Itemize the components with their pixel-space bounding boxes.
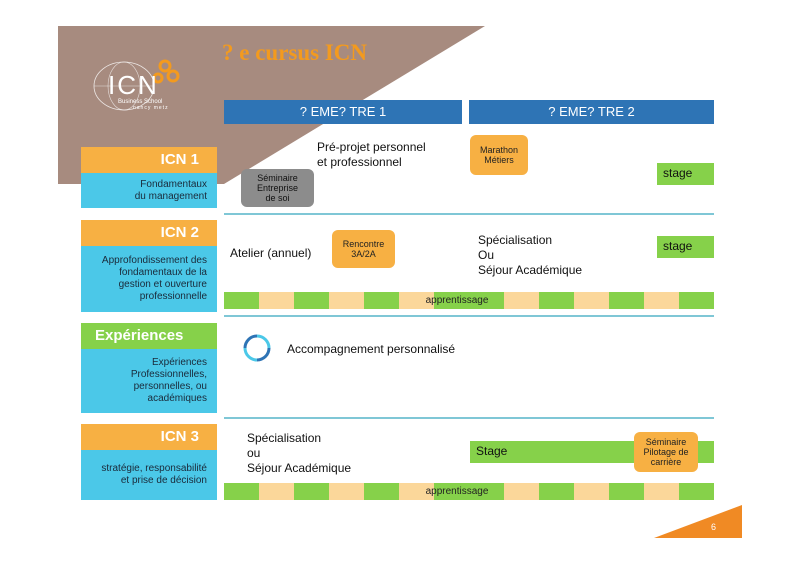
semester-1-header: ? EME? TRE 1 xyxy=(224,100,462,124)
pill-line: Séminaire xyxy=(645,437,687,447)
icn3-apprentissage-label: apprentissage xyxy=(425,486,489,497)
icn2-specialisation: Spécialisation Ou Séjour Académique xyxy=(478,233,582,278)
row-separator xyxy=(224,315,714,317)
exp-desc-line: personnelles, ou xyxy=(133,381,207,392)
pill-line: Séminaire xyxy=(257,173,298,183)
spec-line: Séjour Académique xyxy=(247,461,352,475)
exp-desc-line: Expériences xyxy=(151,357,207,368)
icn1-marathon-pill: Marathon Métiers xyxy=(470,135,528,175)
icn1-desc-line: du management xyxy=(134,190,207,202)
logo-subtitle: Business School xyxy=(118,99,163,105)
spec-line: Spécialisation xyxy=(478,233,553,247)
icn2-rencontre-pill: Rencontre 3A/2A xyxy=(332,230,395,268)
pill-line: Entreprise xyxy=(256,183,299,193)
pill-line: de soi xyxy=(265,193,290,203)
icn1-desc-line: Fondamentaux xyxy=(140,178,207,190)
row-separator xyxy=(224,417,714,419)
icn3-description: stratégie, responsabilité et prise de dé… xyxy=(81,450,217,500)
experiences-description: Expériences Professionnelles, personnell… xyxy=(81,349,217,413)
experiences-tag: Expériences xyxy=(81,323,217,349)
logo-location: nancy metz xyxy=(133,105,169,111)
spec-line: ou xyxy=(247,446,261,460)
pill-line: 3A/2A xyxy=(351,249,376,259)
icn3-desc-line: stratégie, responsabilité xyxy=(101,463,207,474)
icn2-desc-line: gestion et ouverture xyxy=(118,279,207,290)
icn3-tag: ICN 3 xyxy=(81,424,217,450)
page-corner xyxy=(654,505,742,538)
semester-2-header: ? EME? TRE 2 xyxy=(469,100,714,124)
pill-line: Rencontre xyxy=(342,239,385,249)
icn1-description: Fondamentaux du management xyxy=(81,173,217,208)
icn-logo-icon xyxy=(93,59,180,111)
icn2-apprentissage-label: apprentissage xyxy=(425,295,489,306)
pill-line: Métiers xyxy=(484,155,514,165)
icn3-desc-line: et prise de décision xyxy=(120,475,207,486)
logo-name: ICN xyxy=(108,70,159,100)
page-number: 6 xyxy=(711,522,717,532)
icn1-tag: ICN 1 xyxy=(81,147,217,173)
icn3-apprentissage-strip xyxy=(224,483,714,500)
pill-line: Pilotage de xyxy=(643,447,689,457)
icn1-stage-box: stage xyxy=(657,163,714,185)
icn2-atelier: Atelier (annuel) xyxy=(230,246,312,260)
icn1-preprojet: Pré-projet personnel et professionnel xyxy=(317,140,426,170)
pill-line: carrière xyxy=(650,457,682,467)
icn3-seminaire-pill: Séminaire Pilotage de carrière xyxy=(634,432,698,472)
exp-desc-line: Professionnelles, xyxy=(130,369,207,380)
icn2-apprentissage-strip xyxy=(224,292,714,309)
icn2-desc-line: fondamentaux de la xyxy=(119,267,207,278)
icn2-desc-line: Approfondissement des xyxy=(101,255,207,266)
row-separator xyxy=(224,213,714,215)
exp-desc-line: académiques xyxy=(147,393,207,404)
pill-line: Marathon xyxy=(479,145,519,155)
icn2-description: Approfondissement des fondamentaux de la… xyxy=(81,246,217,312)
spec-line: Spécialisation xyxy=(247,431,322,445)
icn2-tag: ICN 2 xyxy=(81,220,217,246)
icn3-specialisation: Spécialisation ou Séjour Académique xyxy=(247,431,351,476)
spec-line: Ou xyxy=(478,248,495,262)
accompagnement-text: Accompagnement personnalisé xyxy=(287,342,456,356)
icn1-preprojet-line: et professionnel xyxy=(317,155,402,169)
icn2-stage-box: stage xyxy=(657,236,714,258)
spec-line: Séjour Académique xyxy=(478,263,583,277)
icn1-seminaire-pill: Séminaire Entreprise de soi xyxy=(241,169,314,207)
page-title: ? e cursus ICN xyxy=(222,40,368,65)
cycle-arrows-icon xyxy=(243,334,271,362)
icn2-desc-line: professionnelle xyxy=(139,291,207,302)
icn1-preprojet-line: Pré-projet personnel xyxy=(317,140,426,154)
